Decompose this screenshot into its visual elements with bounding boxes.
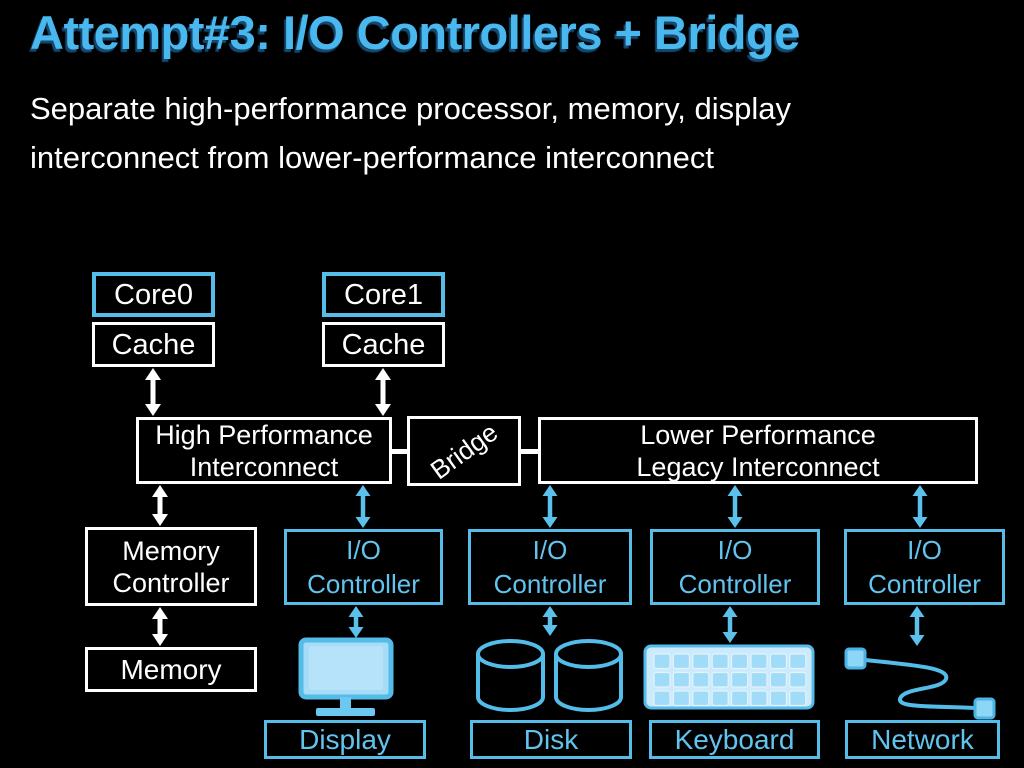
keyboard-key — [789, 690, 807, 707]
keyboard-key — [692, 671, 710, 688]
memory-controller-box: Memory Controller — [85, 527, 257, 606]
display-label-box: Display — [264, 720, 426, 759]
memory-controller-line1: Memory — [122, 535, 220, 566]
keyboard-key — [672, 671, 691, 688]
keyboard-key — [730, 653, 749, 670]
memory-box: Memory — [85, 647, 257, 692]
cache0-label: Cache — [111, 328, 196, 361]
memory-controller-line2: Controller — [112, 567, 230, 598]
legacy-interconnect-box: Lower Performance Legacy Interconnect — [538, 417, 978, 484]
keyboard-key — [672, 690, 691, 707]
cache1-label: Cache — [341, 328, 426, 361]
cache0-box: Cache — [92, 322, 215, 367]
slide-subtitle: Separate high-performance processor, mem… — [30, 84, 791, 182]
arrow-legacy-io3 — [727, 485, 743, 528]
hpi-line1: High Performance — [155, 419, 373, 450]
core1-box: Core1 — [322, 272, 445, 317]
io2-line2: Controller — [493, 569, 607, 599]
disk-label: Disk — [523, 724, 579, 755]
keyboard-key — [692, 653, 710, 670]
arrow-legacy-io4 — [912, 485, 928, 528]
arrow-hpi-io1 — [355, 485, 371, 528]
arrow-legacy-io2 — [542, 485, 558, 528]
disk-label-box: Disk — [470, 720, 632, 759]
arrow-cache1-hpi — [375, 368, 391, 416]
keyboard-icon — [643, 644, 815, 710]
keyboard-key — [730, 690, 749, 707]
core0-box: Core0 — [92, 272, 215, 317]
keyboard-label: Keyboard — [674, 724, 795, 755]
keyboard-key — [711, 653, 729, 670]
disk-cylinders-icon — [476, 639, 623, 712]
slide-title: Attempt#3: I/O Controllers + Bridge — [30, 6, 800, 59]
keyboard-key — [769, 671, 788, 688]
core1-label: Core1 — [344, 278, 423, 311]
io2-line1: I/O — [532, 535, 568, 565]
keyboard-key — [789, 653, 807, 670]
high-performance-interconnect-box: High Performance Interconnect — [136, 417, 392, 484]
io4-line1: I/O — [907, 535, 942, 565]
hpi-line2: Interconnect — [189, 451, 339, 482]
keyboard-keys — [653, 653, 807, 707]
arrow-io1-display — [348, 606, 364, 638]
arrow-io2-disk — [542, 606, 558, 636]
keyboard-key — [692, 690, 710, 707]
io-controller-3-box: I/O Controller — [650, 529, 820, 605]
memory-label: Memory — [120, 654, 222, 685]
bridge-box: Bridge — [407, 416, 521, 486]
io3-line2: Controller — [678, 569, 792, 599]
bridge-label: Bridge — [424, 416, 503, 485]
keyboard-label-box: Keyboard — [649, 720, 820, 759]
arrow-cache0-hpi — [145, 368, 161, 416]
network-label: Network — [871, 724, 974, 755]
io-controller-4-box: I/O Controller — [844, 529, 1005, 605]
keyboard-key — [672, 653, 691, 670]
arrow-hpi-memory-controller — [152, 485, 168, 526]
keyboard-key — [789, 671, 807, 688]
keyboard-key — [769, 653, 788, 670]
legacy-line1: Lower Performance — [640, 419, 876, 450]
display-monitor-icon — [298, 637, 394, 716]
network-label-box: Network — [845, 720, 1000, 759]
keyboard-key — [711, 671, 729, 688]
arrow-io3-keyboard — [722, 606, 738, 643]
cache1-box: Cache — [322, 322, 445, 367]
io3-line1: I/O — [717, 535, 753, 565]
keyboard-key — [750, 690, 768, 707]
arrow-io4-network — [909, 606, 925, 646]
keyboard-key — [653, 653, 671, 670]
keyboard-key — [653, 690, 671, 707]
display-label: Display — [299, 724, 391, 755]
keyboard-key — [711, 690, 729, 707]
keyboard-key — [769, 690, 788, 707]
keyboard-key — [750, 653, 768, 670]
subtitle-line-2: interconnect from lower-performance inte… — [30, 140, 715, 175]
io1-line1: I/O — [346, 535, 381, 565]
legacy-line2: Legacy Interconnect — [636, 451, 880, 482]
io-controller-2-box: I/O Controller — [468, 529, 632, 605]
io4-line2: Controller — [868, 569, 981, 599]
subtitle-line-1: Separate high-performance processor, mem… — [30, 91, 791, 126]
io1-line2: Controller — [307, 569, 420, 599]
keyboard-key — [730, 671, 749, 688]
keyboard-key — [653, 671, 671, 688]
arrow-memory-controller-memory — [152, 607, 168, 646]
core0-label: Core0 — [114, 278, 193, 311]
io-controller-1-box: I/O Controller — [284, 529, 443, 605]
network-cable-icon — [844, 647, 996, 720]
bridge-legacy-connector — [519, 449, 540, 454]
keyboard-key — [750, 671, 768, 688]
